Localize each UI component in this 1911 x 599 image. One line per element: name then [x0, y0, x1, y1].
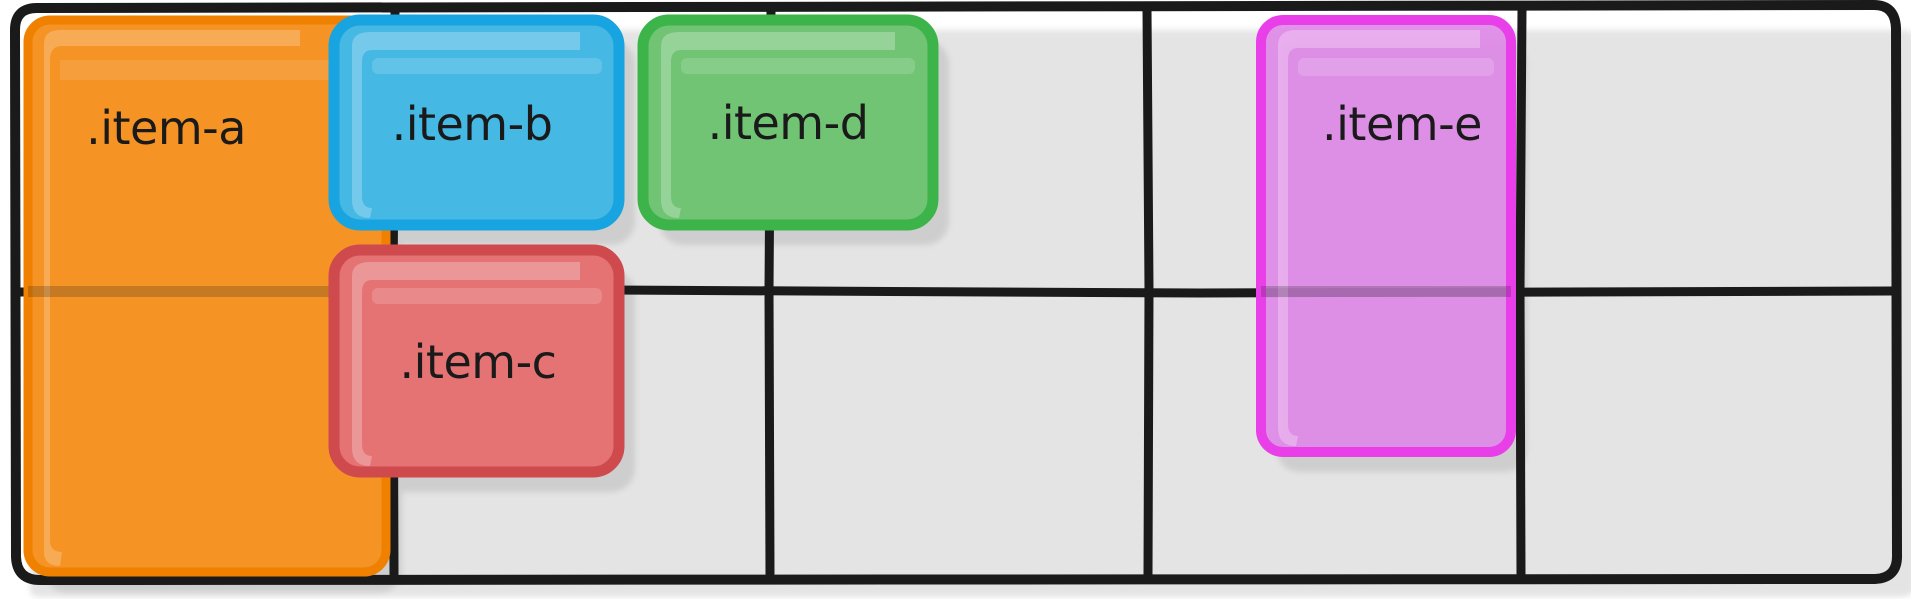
- grid-container-border: [10, 0, 1903, 585]
- grid-item-c[interactable]: [328, 244, 625, 478]
- grid-item-d[interactable]: [637, 14, 939, 231]
- grid-item-b[interactable]: [328, 14, 625, 231]
- empty-cell-c3-r2: [780, 300, 1138, 562]
- grid-item-e[interactable]: [1256, 15, 1516, 457]
- empty-cell-c4-r2: [1157, 300, 1513, 562]
- empty-cell-c4-r1: [1157, 16, 1513, 284]
